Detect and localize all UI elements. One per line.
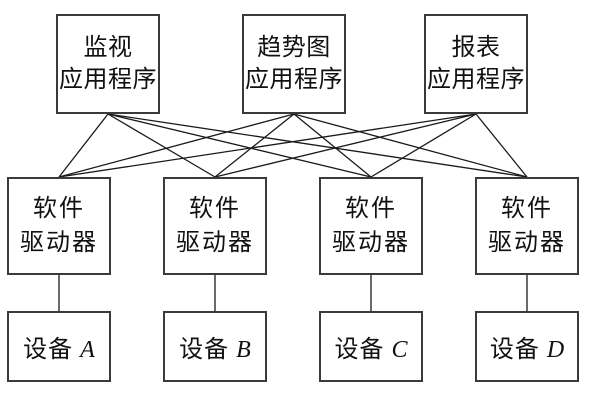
- driver-label-line1: 软件: [189, 195, 241, 222]
- app-node-trend: 趋势图 应用程序: [242, 14, 346, 114]
- app-node-monitor: 监视 应用程序: [56, 14, 160, 114]
- driver-node-3: 软件 驱动器: [319, 177, 423, 275]
- app-label-line2: 应用程序: [245, 67, 343, 93]
- driver-label-line2: 驱动器: [488, 230, 566, 256]
- driver-label-line1: 软件: [501, 195, 553, 222]
- device-prefix: 设备: [23, 337, 74, 363]
- driver-label-line1: 软件: [33, 195, 85, 222]
- app-label-line1: 趋势图: [257, 34, 331, 61]
- device-prefix: 设备: [489, 337, 540, 363]
- app-label-line1: 监视: [83, 34, 133, 61]
- device-letter: A: [80, 337, 95, 363]
- app-label-line1: 报表: [451, 34, 501, 61]
- app-label-line2: 应用程序: [427, 67, 525, 93]
- device-letter: D: [546, 337, 565, 363]
- device-letter: B: [236, 337, 251, 363]
- app-node-report: 报表 应用程序: [424, 14, 528, 114]
- driver-label-line1: 软件: [345, 195, 397, 222]
- driver-node-4: 软件 驱动器: [475, 177, 579, 275]
- app-label-line2: 应用程序: [59, 67, 157, 93]
- driver-label-line2: 驱动器: [332, 230, 410, 256]
- driver-node-2: 软件 驱动器: [163, 177, 267, 275]
- device-prefix: 设备: [334, 337, 385, 363]
- driver-label-line2: 驱动器: [20, 230, 98, 256]
- device-prefix: 设备: [179, 337, 230, 363]
- driver-node-1: 软件 驱动器: [7, 177, 111, 275]
- driver-label-line2: 驱动器: [176, 230, 254, 256]
- device-letter: C: [391, 337, 408, 363]
